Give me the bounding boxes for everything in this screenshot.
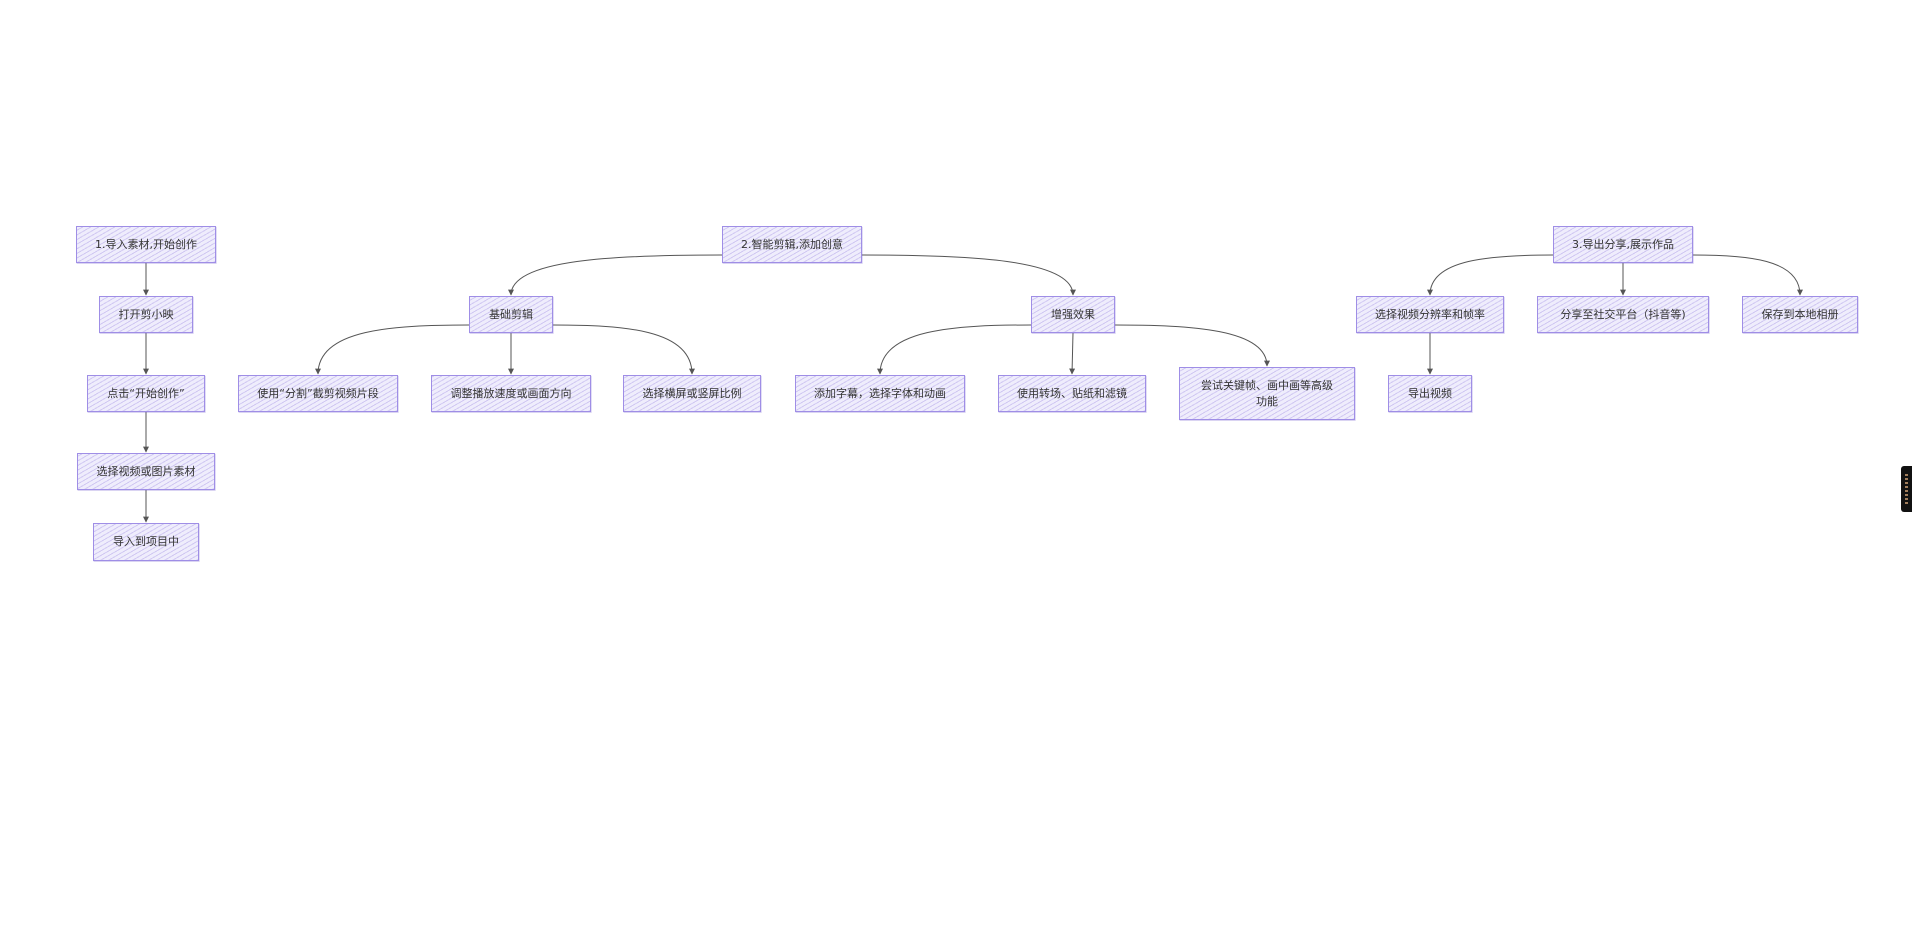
edge-s3-c1 — [1427, 254, 1554, 296]
edge-b-b1 — [315, 324, 470, 375]
node-basic-editing: 基础剪辑 — [469, 296, 553, 333]
node-save-album: 保存到本地相册 — [1742, 296, 1858, 333]
node-import-to-project: 导入到项目中 — [93, 523, 199, 561]
side-panel-handle[interactable] — [1901, 466, 1912, 512]
edge-s2-b — [508, 254, 723, 296]
edge-e-e3 — [1114, 324, 1270, 367]
node-export-video: 导出视频 — [1388, 375, 1472, 412]
node-select-resolution: 选择视频分辨率和帧率 — [1356, 296, 1504, 333]
edge-b-b3 — [552, 324, 695, 375]
node-smart-editing: 2.智能剪辑,添加创意 — [722, 226, 862, 263]
node-open-app: 打开剪小映 — [99, 296, 193, 333]
edge-e-e2 — [1069, 332, 1076, 375]
node-enhance-effects: 增强效果 — [1031, 296, 1115, 333]
node-import-start-creation: 1.导入素材,开始创作 — [76, 226, 216, 263]
node-export-share: 3.导出分享,展示作品 — [1553, 226, 1693, 263]
edge-s3-c3 — [1692, 254, 1803, 296]
node-select-ratio: 选择横屏或竖屏比例 — [623, 375, 761, 412]
edge-s2-e — [861, 254, 1076, 296]
node-add-subtitles: 添加字幕，选择字体和动画 — [795, 375, 965, 412]
node-advanced-features: 尝试关键帧、画中画等高级功能 — [1179, 367, 1355, 420]
node-share-social: 分享至社交平台（抖音等) — [1537, 296, 1709, 333]
node-transitions-stickers: 使用转场、贴纸和滤镜 — [998, 375, 1146, 412]
node-adjust-speed: 调整播放速度或画面方向 — [431, 375, 591, 412]
node-split-clips: 使用“分割”截剪视频片段 — [238, 375, 398, 412]
node-click-start-creation: 点击“开始创作” — [87, 375, 205, 412]
edge-e-e1 — [877, 324, 1032, 375]
node-select-material: 选择视频或图片素材 — [77, 453, 215, 490]
